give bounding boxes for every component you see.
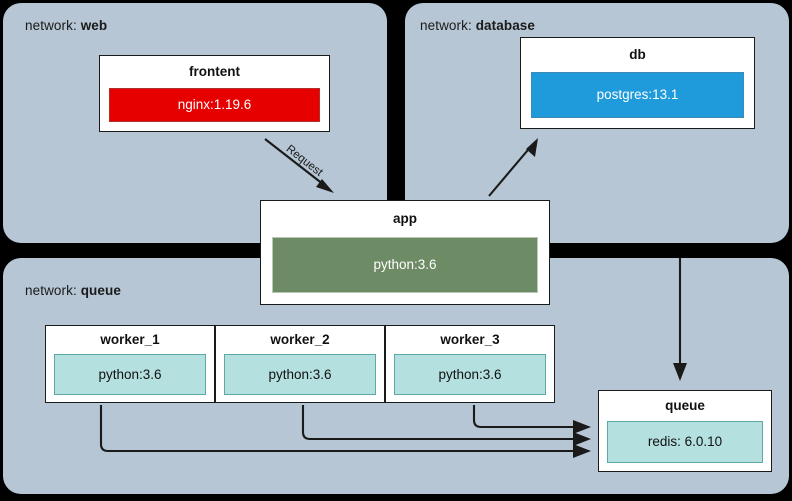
service-box-worker-1[interactable]: worker_1 python:3.6 bbox=[45, 325, 215, 403]
service-box-app[interactable]: app python:3.6 bbox=[260, 200, 550, 305]
service-box-db[interactable]: db postgres:13.1 bbox=[520, 37, 755, 129]
service-title-app: app bbox=[392, 211, 417, 226]
service-image-app: python:3.6 bbox=[272, 236, 538, 293]
service-image-worker-2: python:3.6 bbox=[224, 353, 376, 395]
network-label-prefix: network: bbox=[420, 18, 472, 33]
service-image-worker-1: python:3.6 bbox=[54, 353, 206, 395]
network-label-queue: network: queue bbox=[25, 283, 121, 298]
service-title-worker-1: worker_1 bbox=[100, 332, 160, 347]
service-title-frontent: frontent bbox=[189, 64, 240, 79]
service-image-worker-3: python:3.6 bbox=[394, 353, 546, 395]
network-label-web: network: web bbox=[25, 18, 107, 33]
service-box-frontent[interactable]: frontent nginx:1.19.6 bbox=[99, 55, 330, 132]
network-label-database: network: database bbox=[420, 18, 535, 33]
service-title-worker-3: worker_3 bbox=[440, 332, 500, 347]
service-title-db: db bbox=[629, 47, 646, 62]
service-box-worker-3[interactable]: worker_3 python:3.6 bbox=[385, 325, 555, 403]
service-image-queue: redis: 6.0.10 bbox=[607, 420, 763, 463]
network-label-prefix: network: bbox=[25, 283, 77, 298]
network-label-name: queue bbox=[80, 283, 121, 298]
service-title-worker-2: worker_2 bbox=[270, 332, 330, 347]
service-box-worker-2[interactable]: worker_2 python:3.6 bbox=[215, 325, 385, 403]
service-image-db: postgres:13.1 bbox=[531, 71, 744, 118]
service-title-queue: queue bbox=[665, 398, 705, 413]
network-label-name: database bbox=[475, 18, 536, 33]
network-label-name: web bbox=[80, 18, 108, 33]
network-label-prefix: network: bbox=[25, 18, 77, 33]
service-image-frontent: nginx:1.19.6 bbox=[109, 87, 320, 122]
service-box-queue[interactable]: queue redis: 6.0.10 bbox=[598, 390, 772, 472]
